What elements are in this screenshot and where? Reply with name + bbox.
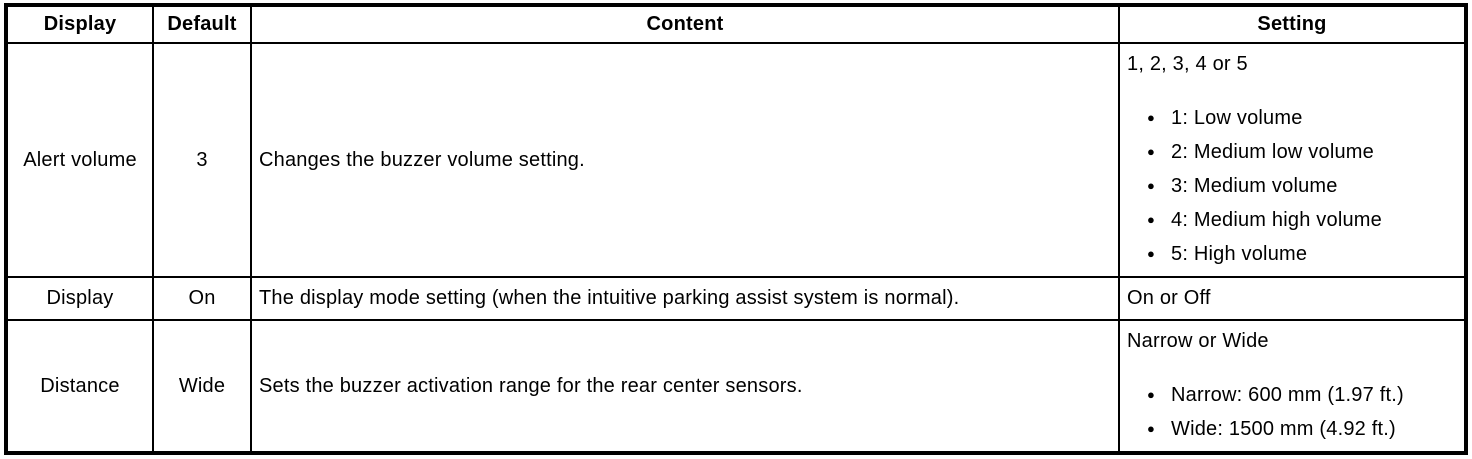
setting-option-label: 2: Medium low volume (1171, 141, 1374, 163)
cell-content-description: Changes the buzzer volume setting. (250, 42, 1120, 278)
cell-default-value: On (152, 276, 252, 321)
table-row-alert-volume: Alert volume 3 Changes the buzzer volume… (5, 42, 1467, 278)
bullet-icon: ● (1147, 110, 1156, 125)
cell-default-value: Wide (152, 319, 252, 454)
cell-default-value: 3 (152, 42, 252, 278)
setting-option: ● Narrow: 600 mm (1.97 ft.) (1147, 378, 1462, 412)
setting-option: ● 1: Low volume (1147, 101, 1462, 135)
cell-content-description: The display mode setting (when the intui… (250, 276, 1120, 321)
setting-options-list: ● Narrow: 600 mm (1.97 ft.) ● Wide: 1500 m… (1127, 378, 1462, 446)
setting-option: ● 4: Medium high volume (1147, 203, 1462, 237)
setting-intro: On or Off (1127, 287, 1211, 309)
bullet-icon: ● (1147, 178, 1156, 193)
bullet-icon: ● (1147, 421, 1156, 436)
setting-option: ● 2: Medium low volume (1147, 135, 1462, 169)
setting-option-label: 1: Low volume (1171, 107, 1303, 129)
table-row-display: Display On The display mode setting (whe… (5, 276, 1467, 321)
column-header-setting: Setting (1118, 4, 1467, 44)
cell-display-name: Distance (5, 319, 154, 454)
settings-table: Display Default Content Setting Alert vo… (4, 3, 1468, 455)
cell-setting-values: On or Off (1118, 276, 1467, 321)
setting-option-label: 3: Medium volume (1171, 175, 1338, 197)
bullet-icon: ● (1147, 246, 1156, 261)
cell-setting-values: 1, 2, 3, 4 or 5 ● 1: Low volume ● 2: Mediu… (1118, 42, 1467, 278)
setting-options-list: ● 1: Low volume ● 2: Medium low volume ● 3:… (1127, 101, 1462, 271)
column-header-display: Display (5, 4, 154, 44)
table-row-distance: Distance Wide Sets the buzzer activation… (5, 319, 1467, 454)
setting-option: ● 5: High volume (1147, 237, 1462, 271)
bullet-icon: ● (1147, 144, 1156, 159)
setting-intro: 1, 2, 3, 4 or 5 (1127, 53, 1248, 75)
cell-content-description: Sets the buzzer activation range for the… (250, 319, 1120, 454)
bullet-icon: ● (1147, 212, 1156, 227)
setting-option-label: Wide: 1500 mm (4.92 ft.) (1171, 418, 1396, 440)
bullet-icon: ● (1147, 387, 1156, 402)
setting-option-label: 4: Medium high volume (1171, 209, 1382, 231)
setting-option: ● 3: Medium volume (1147, 169, 1462, 203)
setting-intro: Narrow or Wide (1127, 330, 1269, 352)
table-header: Display Default Content Setting (5, 4, 1467, 44)
header-row: Display Default Content Setting (5, 4, 1467, 44)
setting-option-label: Narrow: 600 mm (1.97 ft.) (1171, 384, 1404, 406)
cell-setting-values: Narrow or Wide ● Narrow: 600 mm (1.97 ft.… (1118, 319, 1467, 454)
cell-display-name: Display (5, 276, 154, 321)
setting-option-label: 5: High volume (1171, 243, 1308, 265)
column-header-content: Content (250, 4, 1120, 44)
cell-display-name: Alert volume (5, 42, 154, 278)
setting-option: ● Wide: 1500 mm (4.92 ft.) (1147, 412, 1462, 446)
column-header-default: Default (152, 4, 252, 44)
